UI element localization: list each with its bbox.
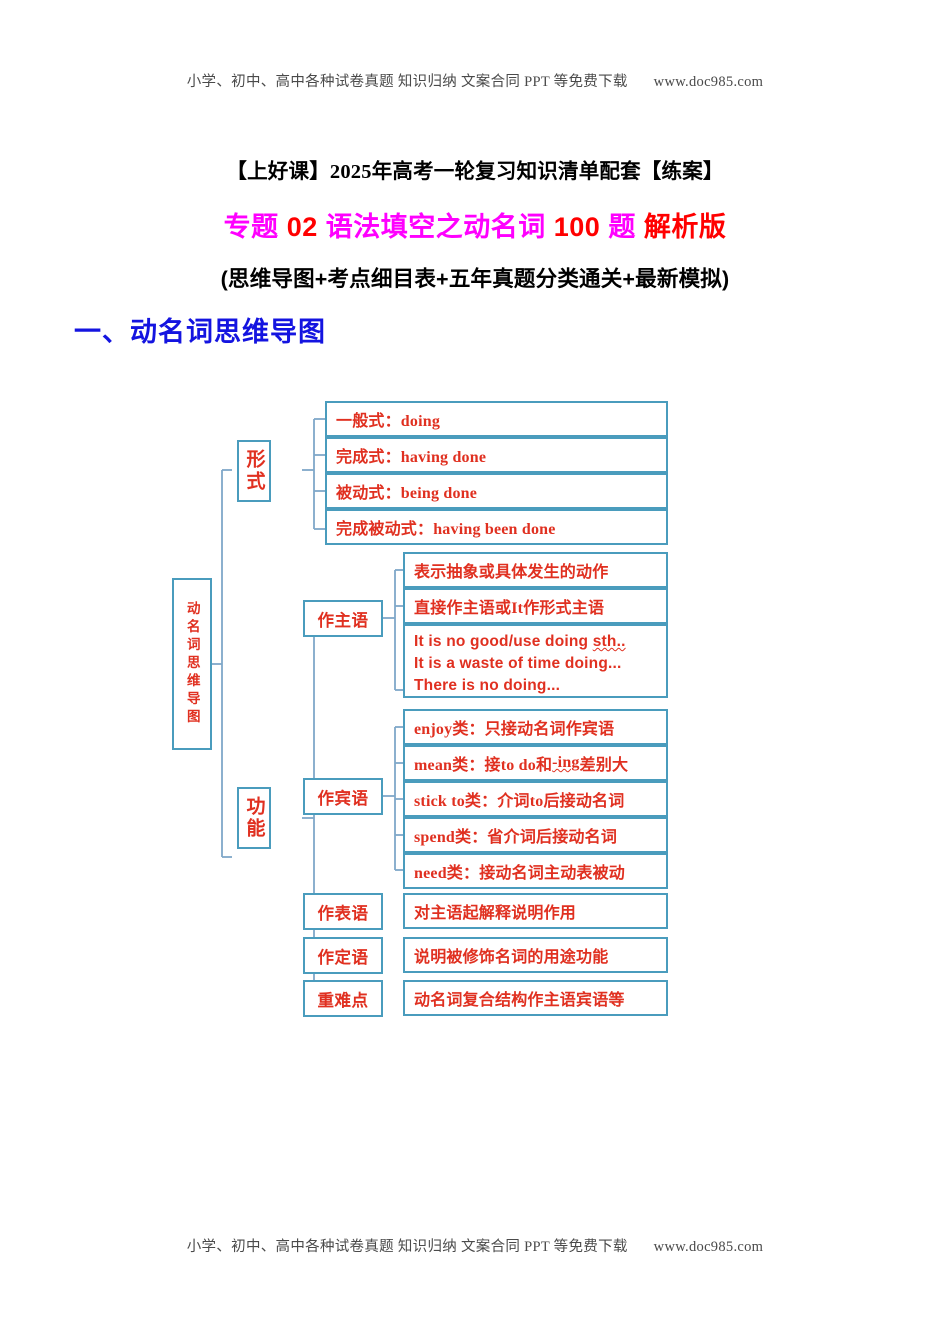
title-seg-topic: 专题 [223,212,287,242]
function-predicative-label-box[interactable]: 作表语 [303,893,383,930]
subject-example-1-squiggle: sth.. [592,633,626,650]
function-attributive-label-box[interactable]: 作定语 [303,937,383,974]
doc-title-line-1: 【上好课】2025年高考一轮复习知识清单配套【练案】 [226,161,724,183]
object-item-stickto[interactable]: stick to类：介词to后接动名词 [403,781,668,817]
object-item-spend[interactable]: spend类：省介词后接动名词 [403,817,668,853]
header-watermark-url: www.doc985.com [653,74,764,90]
title-seg-unit: 题 [608,212,644,242]
keypoint-item-text: 动名词复合结构作主语宾语等 [414,992,625,1009]
footer-watermark-url: www.doc985.com [653,1239,764,1255]
attributive-item[interactable]: 说明被修饰名词的用途功能 [403,937,668,973]
mindmap-branch-form-label: 形式 [243,449,265,493]
doc-title-line-3: (思维导图+考点细目表+五年真题分类通关+最新模拟) [220,267,730,291]
subject-examples-box[interactable]: It is no good/use doing sth.. It is a wa… [403,624,668,698]
function-object-label-box[interactable]: 作宾语 [303,778,383,815]
function-keypoint-label: 重难点 [317,990,369,1010]
object-item-mean-post: 差别大 [579,757,629,774]
section-heading: 一、动名词思维导图 [74,317,326,347]
form-item-passive-text: 被动式：being done [336,485,478,502]
form-item-passive[interactable]: 被动式：being done [325,473,668,509]
form-item-perfect-text: 完成式：having done [336,449,487,466]
mindmap-root-node[interactable]: 动名词思维导图 [172,578,212,750]
function-subject-label: 作主语 [317,610,369,630]
doc-title-line-2: 专题 02 语法填空之动名词 100 题 解析版 [0,205,950,244]
function-predicative-label: 作表语 [317,903,369,923]
function-object-label: 作宾语 [317,788,369,808]
object-item-mean-pre: mean类：接to do和 [414,757,553,774]
subject-example-3: There is no doing... [414,677,561,694]
form-item-perfect-passive-text: 完成被动式：having been done [336,521,556,538]
predicative-item[interactable]: 对主语起解释说明作用 [403,893,668,929]
mindmap-root-label: 动名词思维导图 [184,601,200,727]
title-seg-subject: 语法填空之动名词 [325,212,554,242]
footer-watermark-text: 小学、初中、高中各种试卷真题 知识归纳 文案合同 PPT 等免费下载 [186,1239,628,1255]
mindmap-branch-function[interactable]: 功能 [237,787,271,849]
subject-item-2[interactable]: 直接作主语或It作形式主语 [403,588,668,624]
title-seg-count: 100 [553,212,609,242]
form-item-perfect[interactable]: 完成式：having done [325,437,668,473]
predicative-item-text: 对主语起解释说明作用 [414,905,577,922]
subject-item-1-text: 表示抽象或具体发生的动作 [414,564,609,581]
form-item-simple-text: 一般式：doing [336,413,441,430]
subject-example-1: It is no good/use doing sth.. [414,633,626,650]
subject-item-1[interactable]: 表示抽象或具体发生的动作 [403,552,668,588]
subject-item-2-text: 直接作主语或It作形式主语 [414,600,605,617]
object-item-mean-squiggle: -ing [552,754,580,771]
attributive-item-text: 说明被修饰名词的用途功能 [414,949,609,966]
header-watermark-text: 小学、初中、高中各种试卷真题 知识归纳 文案合同 PPT 等免费下载 [186,74,628,90]
footer-watermark: 小学、初中、高中各种试卷真题 知识归纳 文案合同 PPT 等免费下载 www.do… [0,1235,950,1256]
header-watermark: 小学、初中、高中各种试卷真题 知识归纳 文案合同 PPT 等免费下载 www.do… [0,70,950,91]
object-item-enjoy-text: enjoy类：只接动名词作宾语 [414,721,615,738]
mindmap-branch-form[interactable]: 形式 [237,440,271,502]
title-seg-number: 02 [286,212,326,242]
subject-example-2: It is a waste of time doing... [414,655,622,672]
title-seg-version: 解析版 [643,212,727,242]
object-item-need[interactable]: need类：接动名词主动表被动 [403,853,668,889]
function-keypoint-label-box[interactable]: 重难点 [303,980,383,1017]
keypoint-item[interactable]: 动名词复合结构作主语宾语等 [403,980,668,1016]
object-item-stickto-text: stick to类：介词to后接动名词 [414,793,625,810]
function-subject-label-box[interactable]: 作主语 [303,600,383,637]
form-item-perfect-passive[interactable]: 完成被动式：having been done [325,509,668,545]
form-item-simple[interactable]: 一般式：doing [325,401,668,437]
object-item-need-text: need类：接动名词主动表被动 [414,865,626,882]
mindmap-branch-function-label: 功能 [243,796,265,840]
object-item-enjoy[interactable]: enjoy类：只接动名词作宾语 [403,709,668,745]
function-attributive-label: 作定语 [317,947,369,967]
object-item-spend-text: spend类：省介词后接动名词 [414,829,618,846]
